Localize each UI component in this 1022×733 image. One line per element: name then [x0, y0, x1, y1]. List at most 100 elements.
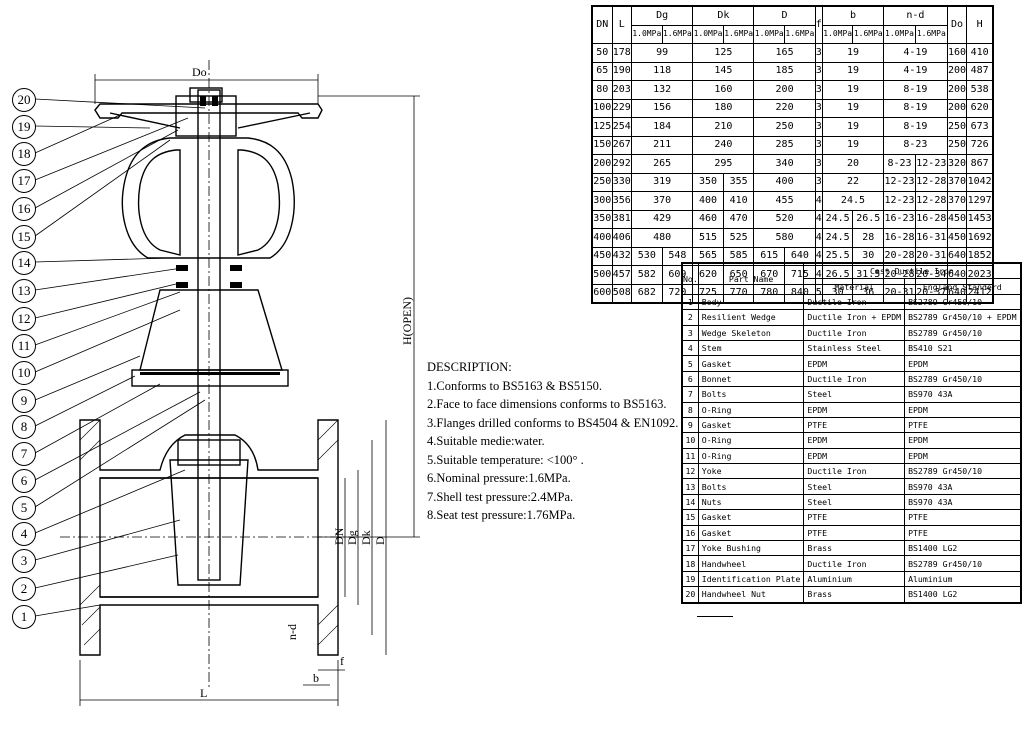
dimension-cell: 350 — [692, 172, 724, 192]
part-material: Aluminium — [803, 570, 906, 588]
description-item: 4.Suitable medie:water. — [427, 434, 545, 448]
dimension-cell: 156 — [631, 98, 694, 118]
part-name: Identification Plate — [697, 570, 805, 588]
description-item: 2.Face to face dimensions conforms to BS… — [427, 397, 667, 411]
balloon-3: 3 — [12, 549, 36, 573]
dimension-cell: 12-23 — [883, 191, 916, 211]
parts-table-underline — [697, 616, 733, 617]
dimension-cell: 525 — [722, 228, 755, 248]
part-no: 14 — [681, 493, 699, 511]
dimension-cell: 180 — [692, 98, 755, 118]
dimension-cell: 480 — [631, 228, 694, 248]
dimension-cell: 520 — [753, 209, 816, 229]
dimension-cell: 24.5 — [821, 228, 854, 248]
dimension-cell: 20-31 — [914, 246, 948, 266]
part-material: EPDM — [803, 447, 906, 465]
part-standard: EPDM — [904, 401, 1022, 418]
balloon-20: 20 — [12, 88, 36, 112]
dimension-cell: 3 — [814, 135, 823, 155]
dimension-cell: 400 — [692, 191, 724, 211]
dimension-cell: 150 — [591, 135, 613, 155]
dimension-cell: 190 — [611, 61, 633, 81]
dimension-cell: 265 — [631, 154, 694, 174]
dimension-cell: 370 — [631, 191, 694, 211]
dimension-cell: 229 — [611, 98, 633, 118]
part-material: Brass — [803, 540, 906, 557]
balloon-9: 9 — [12, 389, 36, 413]
description-item: 7.Shell test pressure:2.4MPa. — [427, 489, 574, 504]
dimension-cell: 450 — [591, 246, 613, 266]
balloon-18: 18 — [12, 142, 36, 166]
dimension-cell: 8-19 — [883, 80, 948, 100]
dimension-cell: 80 — [591, 80, 613, 100]
part-standard: EPDM — [904, 355, 1022, 372]
part-material: Steel — [803, 493, 906, 511]
dimension-cell: 620 — [966, 98, 994, 118]
label-dk: Dk — [359, 530, 373, 545]
part-material: PTFE — [803, 416, 906, 434]
description-item: 1.Conforms to BS5163 & BS5150. — [427, 378, 603, 393]
balloon-13: 13 — [12, 279, 36, 303]
part-name: Body — [697, 293, 805, 311]
header-b-16: 1.6MPa — [852, 24, 885, 44]
dimension-cell: 455 — [753, 191, 816, 211]
dimension-cell: 240 — [692, 135, 755, 155]
dimension-cell: 16-31 — [914, 228, 948, 248]
part-no: 10 — [681, 432, 699, 449]
dimension-cell: 285 — [753, 135, 816, 155]
label-d: D — [373, 536, 387, 545]
part-standard: BS410 S21 — [904, 339, 1022, 357]
dimension-cell: 254 — [611, 117, 633, 137]
dimension-cell: 1692 — [966, 228, 994, 248]
balloon-7: 7 — [12, 442, 36, 466]
dimension-cell: 1297 — [966, 191, 994, 211]
header-d-16: 1.6MPa — [784, 24, 816, 44]
part-name: Gasket — [697, 524, 805, 542]
description-item: 5.Suitable temperature: <100° . — [427, 452, 584, 467]
part-no: 9 — [681, 416, 699, 434]
part-material: Ductile Iron + EPDM — [803, 309, 906, 326]
part-name: Stem — [697, 339, 805, 357]
part-material: EPDM — [803, 355, 906, 372]
description-item: 6.Nominal pressure:1.6MPa. — [427, 471, 571, 485]
part-standard: BS1400 LG2 — [904, 586, 1022, 604]
part-standard: EPDM — [904, 432, 1022, 449]
dimension-cell: 340 — [753, 154, 816, 174]
dimension-cell: 429 — [631, 209, 694, 229]
part-standard: PTFE — [904, 524, 1022, 542]
balloon-2: 2 — [12, 577, 36, 601]
dimension-cell: 16-23 — [883, 209, 916, 229]
header-b: b — [821, 5, 885, 26]
part-name: Yoke — [697, 463, 805, 480]
header-dg-10: 1.0MPa — [631, 24, 663, 44]
part-name: Gasket — [697, 355, 805, 372]
dimension-cell: 12-28 — [914, 191, 948, 211]
label-h: H(OPEN) — [400, 297, 414, 345]
dimension-cell: 400 — [753, 172, 816, 192]
dimension-cell: 292 — [611, 154, 633, 174]
part-no: 12 — [681, 463, 699, 480]
dimension-cell: 132 — [631, 80, 694, 100]
dimension-cell: 16-28 — [883, 228, 916, 248]
header-dk-10: 1.0MPa — [692, 24, 724, 44]
balloon-6: 6 — [12, 469, 36, 493]
part-name: Wedge Skeleton — [697, 324, 805, 341]
dimension-cell: 3 — [814, 172, 823, 192]
part-name: Nuts — [697, 493, 805, 511]
dimension-table: DN L Dg Dk D f b n-d Do H 1.0MPa 1.6MPa … — [591, 5, 994, 304]
dimension-cell: 160 — [692, 80, 755, 100]
label-b: b — [313, 671, 319, 685]
part-standard: PTFE — [904, 509, 1022, 526]
parts-header-material: Material — [803, 278, 906, 295]
dimension-cell: 19 — [821, 135, 885, 155]
balloon-12: 12 — [12, 307, 36, 331]
